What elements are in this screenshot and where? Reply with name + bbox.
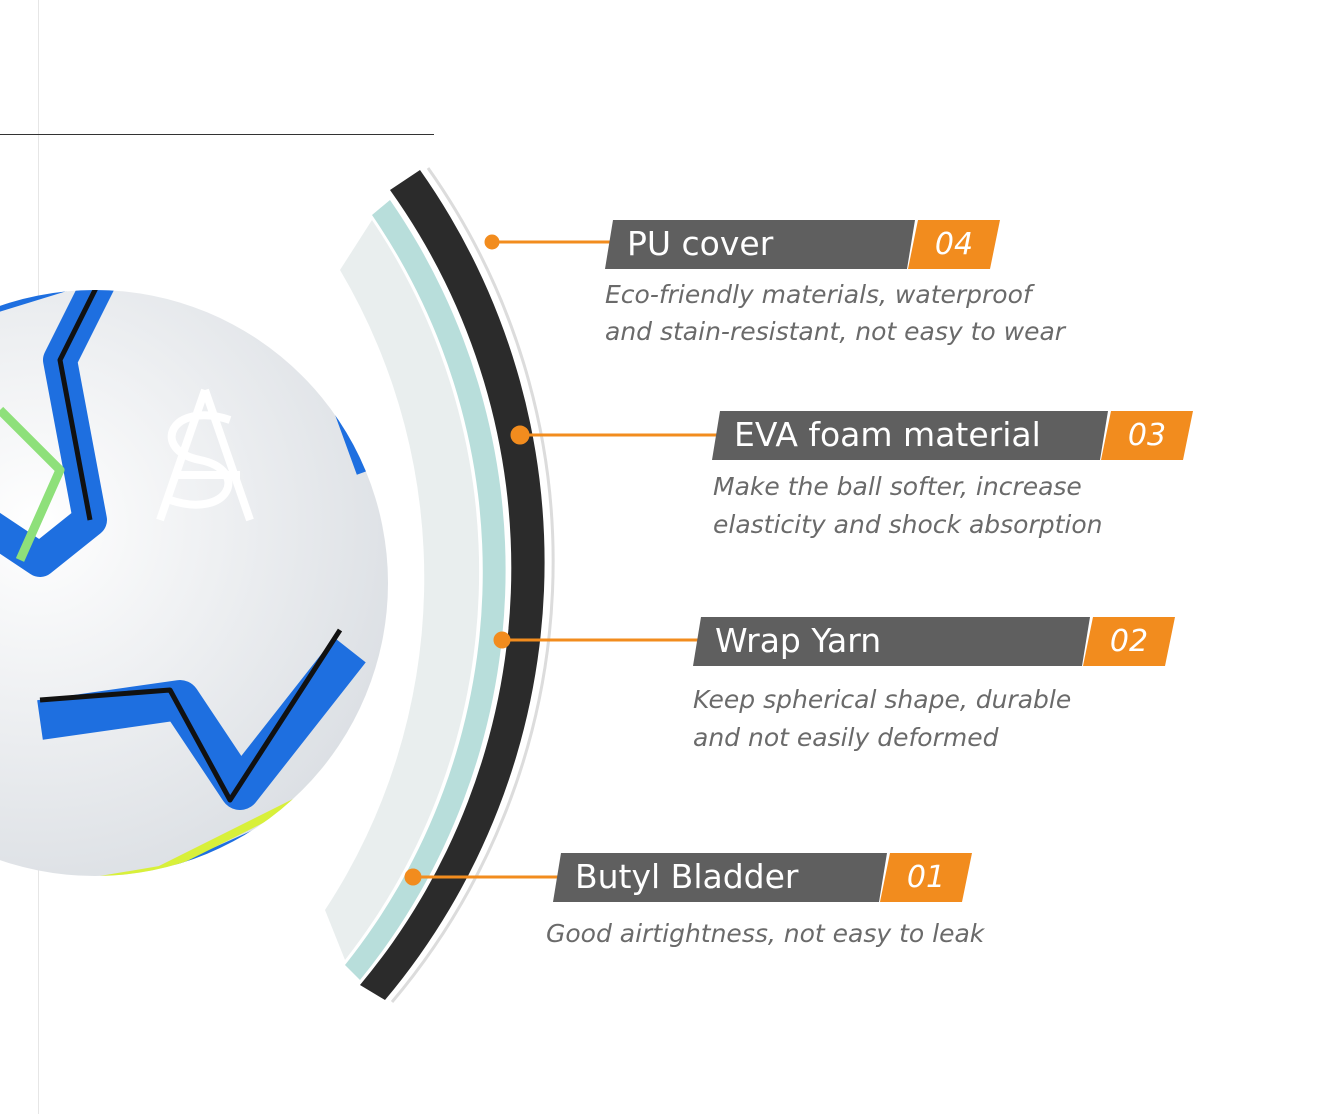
layer-cross-section <box>325 167 555 1003</box>
layer-description: Make the ball softer, increase <box>713 472 1082 501</box>
layer-name: PU cover <box>627 224 774 263</box>
layer-description: and not easily deformed <box>693 723 999 752</box>
layer-number-tag: 02 <box>1083 617 1175 666</box>
layer-number-tag: 01 <box>880 853 972 902</box>
layer-description: Keep spherical shape, durable <box>693 685 1072 714</box>
layer-label-bar: PU cover <box>605 220 915 269</box>
layer-number-tag: 04 <box>908 220 1000 269</box>
layer-number: 04 <box>934 227 974 262</box>
layer-name: Butyl Bladder <box>575 857 799 896</box>
layer-number: 03 <box>1127 418 1167 453</box>
layer-description: elasticity and shock absorption <box>713 510 1103 539</box>
layer-label-bar: EVA foam material <box>712 411 1108 460</box>
soccer-ball <box>0 290 388 876</box>
layer-name: EVA foam material <box>734 415 1041 454</box>
divider-horizontal <box>0 134 434 135</box>
layer-number: 02 <box>1109 624 1149 659</box>
logo-mark <box>156 388 254 522</box>
layer-label-bar: Wrap Yarn <box>693 617 1090 666</box>
layer-number-tag: 03 <box>1101 411 1193 460</box>
layer-description: Good airtightness, not easy to leak <box>546 919 985 948</box>
layer-number: 01 <box>906 860 946 895</box>
layer-description: and stain-resistant, not easy to wear <box>605 317 1066 346</box>
layer-label-bar: Butyl Bladder <box>553 853 887 902</box>
layer-name: Wrap Yarn <box>715 621 882 660</box>
layer-description: Eco-friendly materials, waterproof <box>605 280 1032 309</box>
leader-lines <box>404 234 718 886</box>
